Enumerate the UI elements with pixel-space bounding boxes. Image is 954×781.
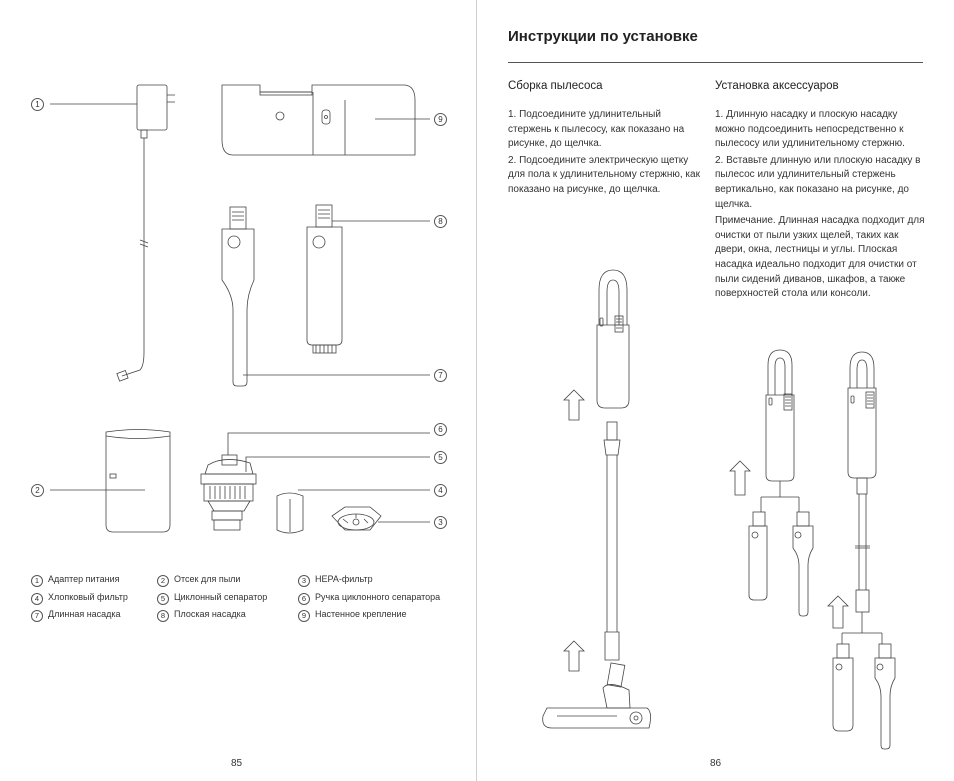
accessories-text: 1. Длинную насадку и плоскую насадку мож… bbox=[715, 108, 925, 304]
accessory-nozzles-drawing bbox=[748, 511, 814, 617]
callout-5: 5 bbox=[434, 451, 447, 464]
assembly-step-2: 2. Подсоедините электрическую щетку для … bbox=[508, 154, 700, 195]
vacuum-with-tube-drawing bbox=[841, 351, 883, 644]
callout-8: 8 bbox=[434, 215, 447, 228]
page-spine bbox=[476, 0, 477, 781]
callout-3: 3 bbox=[434, 516, 447, 529]
vacuum-body-drawing bbox=[596, 269, 630, 409]
callout-4: 4 bbox=[434, 484, 447, 497]
extension-tube-drawing bbox=[603, 421, 621, 661]
accessories-step-2: 2. Вставьте длинную или плоскую насадку … bbox=[715, 154, 921, 210]
dust-compartment-drawing bbox=[50, 429, 171, 533]
callout-1: 1 bbox=[31, 98, 44, 111]
right-page: Инструкции по установке Сборка пылесоса … bbox=[477, 0, 954, 781]
accessories-heading: Установка аксессуаров bbox=[715, 80, 839, 92]
page-number-right: 86 bbox=[710, 758, 722, 769]
arrow-up-icon bbox=[827, 595, 849, 629]
flat-nozzle-drawing bbox=[306, 204, 430, 354]
callout-2: 2 bbox=[31, 484, 44, 497]
callout-9: 9 bbox=[434, 113, 447, 126]
installation-illustration bbox=[542, 269, 896, 750]
accessory-nozzles-2-drawing bbox=[832, 643, 896, 750]
arrow-up-icon bbox=[729, 460, 751, 496]
assembly-step-1: 1. Подсоедините удлинительный стержень к… bbox=[508, 109, 685, 150]
long-nozzle-drawing bbox=[221, 206, 430, 387]
assembly-heading: Сборка пылесоса bbox=[508, 80, 603, 92]
cotton-filter-drawing bbox=[276, 489, 430, 534]
hepa-filter-drawing bbox=[331, 506, 430, 531]
vacuum-body-2-drawing bbox=[760, 349, 800, 512]
page-title: Инструкции по установке bbox=[508, 28, 698, 45]
power-adapter-drawing bbox=[50, 84, 175, 382]
title-rule bbox=[508, 62, 923, 63]
floor-brush-drawing bbox=[542, 662, 651, 729]
callout-7: 7 bbox=[434, 369, 447, 382]
cyclone-separator-drawing bbox=[200, 432, 430, 531]
arrow-up-icon bbox=[563, 389, 585, 421]
accessories-step-1: 1. Длинную насадку и плоскую насадку мож… bbox=[715, 109, 905, 150]
arrow-up-icon bbox=[563, 640, 585, 672]
accessories-note: Примечание. Длинная насадка подходит для… bbox=[715, 215, 925, 300]
page-number-left: 85 bbox=[231, 758, 243, 769]
components-illustration bbox=[50, 84, 430, 534]
assembly-text: 1. Подсоедините удлинительный стержень к… bbox=[508, 108, 706, 200]
callout-6: 6 bbox=[434, 423, 447, 436]
wall-mount-drawing bbox=[221, 84, 430, 156]
